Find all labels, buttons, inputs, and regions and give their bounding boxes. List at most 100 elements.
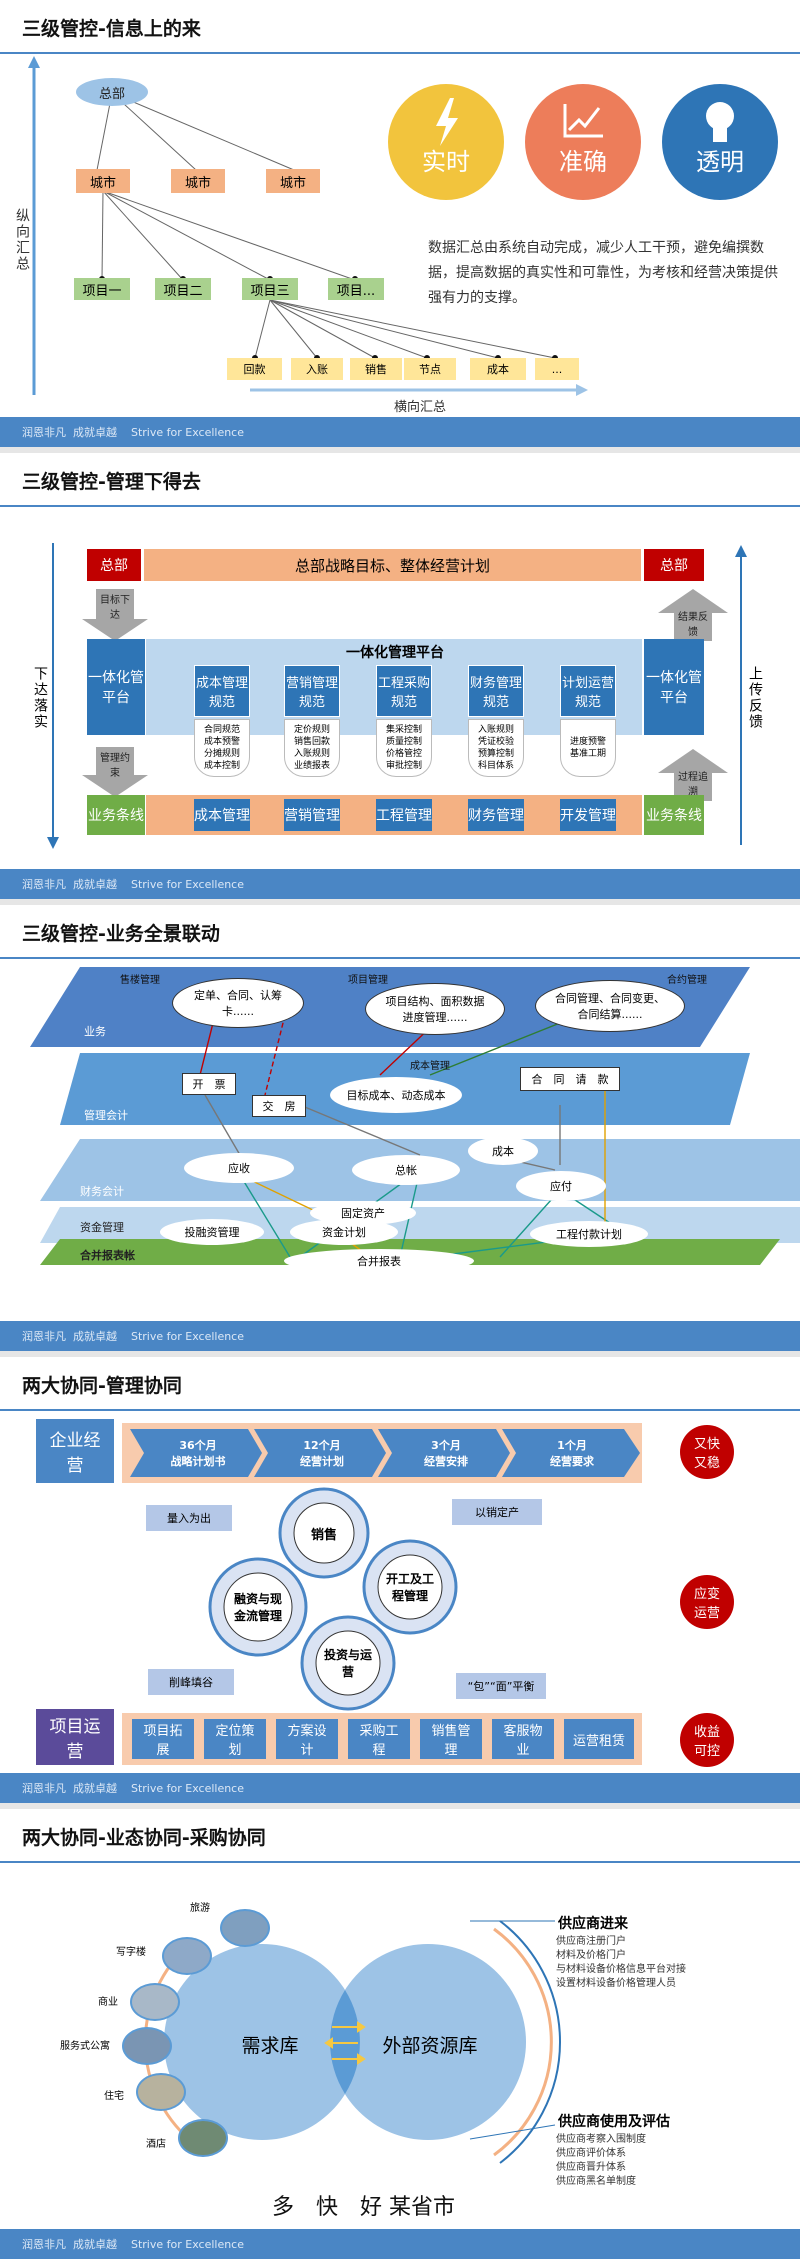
norm-box: 财务管理规范 xyxy=(468,665,524,717)
building-icon xyxy=(178,2119,228,2157)
project-node: 项目二 xyxy=(155,278,211,300)
line-box: 开发管理 xyxy=(560,799,616,831)
footer-text: 润恩非凡 成就卓越 Strive for Excellence xyxy=(22,878,244,891)
project-ops-label: 项目运营 xyxy=(36,1709,114,1765)
building-icon xyxy=(136,2073,186,2111)
step-box: 定位策划 xyxy=(204,1719,266,1759)
slogan: 多 快 好 某省市 xyxy=(272,2195,455,2220)
tag-box: 量入为出 xyxy=(146,1505,232,1531)
gear-label: 投资与运营 xyxy=(323,1648,372,1679)
transparent-label: 透明 xyxy=(696,148,744,176)
step-box: 采购工程 xyxy=(348,1719,410,1759)
footer: 润恩非凡 成就卓越 Strive for Excellence xyxy=(0,869,800,899)
slide-title: 两大协同-管理协同 xyxy=(22,1375,182,1397)
node-cost: 成本 xyxy=(468,1137,538,1165)
footer: 润恩非凡 成就卓越 Strive for Excellence xyxy=(0,1321,800,1351)
plan-period: 36个月 xyxy=(179,1439,217,1452)
title-rule xyxy=(0,957,800,959)
step-box: 客服物业 xyxy=(492,1719,554,1759)
supplier-eval-list: 供应商考察入围制度 供应商评价体系 供应商晋升体系 供应商黑名单制度 xyxy=(556,2133,646,2189)
side-arrows xyxy=(47,543,747,849)
header-label: 项目管理 xyxy=(348,975,388,986)
tag-box: 削峰填谷 xyxy=(148,1669,234,1695)
step-box: 项目拓展 xyxy=(132,1719,194,1759)
layer-label: 管理会计 xyxy=(84,1109,128,1122)
plan-item: 36个月 战略计划书 xyxy=(148,1437,248,1469)
layer-label: 业务 xyxy=(84,1025,106,1038)
node-payable: 应付 xyxy=(516,1171,606,1201)
building-office: 写字楼 xyxy=(116,1937,212,1975)
item-node: 销售 xyxy=(350,358,402,380)
title-rule xyxy=(0,505,800,507)
horizontal-summary-label: 横向汇总 xyxy=(393,399,446,415)
building-label: 写字楼 xyxy=(116,1947,146,1958)
platform-right: 一体化管平台 xyxy=(644,639,704,735)
list-item: 与材料设备价格信息平台对接 xyxy=(556,1964,686,1975)
platform-left: 一体化管平台 xyxy=(87,639,145,735)
node-ledger: 总帐 xyxy=(352,1155,460,1185)
item-node: ... xyxy=(535,358,579,380)
line-box: 工程管理 xyxy=(376,799,432,831)
building-label: 酒店 xyxy=(146,2139,166,2150)
header-label: 合约管理 xyxy=(667,975,707,986)
norm-box: 成本管理规范 xyxy=(194,665,250,717)
building-label: 住宅 xyxy=(104,2091,124,2102)
slide-1: 三级管控-信息上的来 纵向汇总 横向汇总 xyxy=(0,0,800,447)
step-box: 方案设计 xyxy=(276,1719,338,1759)
footer-text: 润恩非凡 成就卓越 Strive for Excellence xyxy=(22,426,244,439)
business-left: 业务条线 xyxy=(87,795,145,835)
flow-arrows xyxy=(82,589,728,801)
realtime-label: 实时 xyxy=(422,148,470,176)
gear-label: 销售 xyxy=(310,1527,337,1543)
supplier-in-list: 供应商注册门户 材料及价格门户 与材料设备价格信息平台对接 设置材料设备价格管理… xyxy=(556,1935,686,1991)
plan-name: 经营计划 xyxy=(300,1455,344,1468)
layer-label: 合并报表帐 xyxy=(80,1249,135,1262)
list-item: 供应商注册门户 xyxy=(556,1936,626,1947)
growth-chart-icon xyxy=(563,104,603,138)
node-receivable: 应收 xyxy=(184,1153,294,1183)
business-right: 业务条线 xyxy=(644,795,704,835)
building-icon xyxy=(162,1937,212,1975)
item-node: 成本 xyxy=(470,358,526,380)
arrow-mgmt: 管理约束 xyxy=(100,753,130,779)
detail-box: 入账规则 凭证校验 预算控制 科目体系 xyxy=(468,719,524,777)
item-node: 回款 xyxy=(227,358,282,380)
line-box: 成本管理 xyxy=(194,799,250,831)
list-item: 供应商晋升体系 xyxy=(556,2162,626,2173)
arrow-target: 目标下达 xyxy=(100,595,130,621)
side-label-up: 上传反馈 xyxy=(747,666,763,730)
node-eng-pay-plan: 工程付款计划 xyxy=(530,1221,648,1247)
plan-name: 经营要求 xyxy=(550,1455,594,1468)
description-text: 数据汇总由系统自动完成，减少人工干预，避免编撰数据，提高数据的真实性和可靠性，为… xyxy=(428,240,778,306)
node-financing: 投融资管理 xyxy=(160,1219,264,1245)
building-residential: 住宅 xyxy=(104,2073,186,2111)
detail-box: 合同规范 成本预警 分摊规则 成本控制 xyxy=(194,719,250,777)
list-item: 供应商评价体系 xyxy=(556,2148,626,2159)
side-label-down: 下达落实 xyxy=(32,666,48,730)
layer-label: 资金管理 xyxy=(80,1221,124,1234)
item-node: 入账 xyxy=(291,358,343,380)
node-contract-pay: 合 同 请 款 xyxy=(520,1067,620,1091)
hierarchy-lines xyxy=(28,56,588,396)
red-circle: 收益可控 xyxy=(680,1713,734,1767)
building-commercial: 商业 xyxy=(98,1983,180,2021)
platform-title: 一体化管理平台 xyxy=(346,645,444,661)
transparent-circle: 透明 xyxy=(662,84,778,200)
line-box: 财务管理 xyxy=(468,799,524,831)
slide-2: 三级管控-管理下得去 下达落实 上传反馈 总部 总部战略目标、整体经营计划 总部… xyxy=(0,453,800,899)
footer: 润恩非凡 成就卓越 Strive for Excellence xyxy=(0,1773,800,1803)
project-node: 项目三 xyxy=(242,278,298,300)
project-node: 项目... xyxy=(328,278,384,300)
slide-4: 两大协同-管理协同 企业经营 36个月 战略计划书 12个月 经营计划 3个月 … xyxy=(0,1357,800,1803)
detail-box: 定价规则 销售回款 入账规则 业绩报表 xyxy=(284,719,340,777)
red-circle: 又快又稳 xyxy=(680,1425,734,1479)
hq-left: 总部 xyxy=(87,549,141,581)
node-invoice: 开 票 xyxy=(182,1073,236,1095)
list-item: 设置材料设备价格管理人员 xyxy=(556,1978,676,1989)
building-label: 旅游 xyxy=(190,1903,210,1914)
red-circle: 应变运营 xyxy=(680,1575,734,1629)
plan-chevrons xyxy=(130,1429,640,1477)
vertical-summary-label: 纵向汇总 xyxy=(14,208,30,272)
building-icon xyxy=(220,1909,270,1947)
lightning-icon xyxy=(436,98,458,146)
